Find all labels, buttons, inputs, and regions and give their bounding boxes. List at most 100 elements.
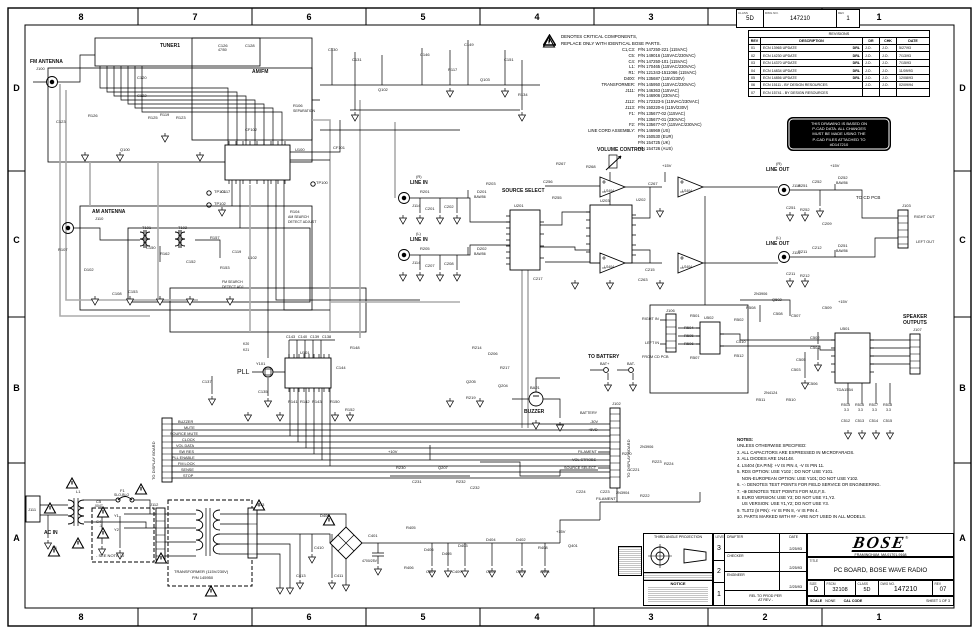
schematic-label: J102 xyxy=(612,401,621,406)
fuse-f1 xyxy=(115,496,135,503)
ic-boxes xyxy=(224,141,874,392)
schematic-label: C138 xyxy=(322,335,332,339)
schematic-label: J114 xyxy=(412,260,421,265)
schematic-label: R152 xyxy=(345,407,355,412)
rev2-value: 07 xyxy=(939,587,947,593)
part-designator: J113: xyxy=(625,104,635,110)
warning-triangle-symbols xyxy=(43,35,556,597)
part-number: P/N 147250-101 (115VAC) xyxy=(638,58,688,64)
schematic-label: R143 xyxy=(312,399,322,404)
release-line2: AT REV - xyxy=(758,598,773,602)
ic-u501 xyxy=(834,332,871,384)
schematic-label: D402 xyxy=(516,537,526,542)
schematic-label: R153 xyxy=(220,265,230,270)
schematic-label: (R) xyxy=(776,161,782,166)
schematic-label: R126 xyxy=(88,113,98,118)
schematic-label: C507 xyxy=(791,313,801,318)
revision-cell: J.O. xyxy=(863,67,880,74)
dwgno-caption: DWG NO. xyxy=(880,582,895,586)
schematic-label: R217 xyxy=(500,365,510,370)
calcode-caption: CAL CODE xyxy=(843,599,863,603)
part-number: P/N 154725 (UK) xyxy=(638,139,670,145)
ic-u502 xyxy=(699,321,721,355)
schematic-label: C5 xyxy=(96,499,102,504)
schematic-label: C207 xyxy=(425,263,435,268)
schematic-label: LINE OUT xyxy=(766,167,790,173)
revision-cell: J.O. xyxy=(880,74,897,81)
projection-symbol-icon xyxy=(648,544,707,568)
schematic-label: C4 xyxy=(96,519,102,524)
cadd-stamp xyxy=(618,546,642,576)
schematic-label: C505 xyxy=(796,357,806,362)
note-item: 6. -○ DENOTES TEST POINTS FOR FIELD SERV… xyxy=(737,482,881,488)
class2-caption: CLASS xyxy=(857,582,868,586)
bose-logo: BOSE xyxy=(851,533,908,553)
class-cell: CLASS 5D xyxy=(737,10,764,27)
part-number: P/N 170465 (115VAC/230VAC) xyxy=(638,64,696,70)
zone-col-label: 3 xyxy=(648,11,654,22)
schematic-label: SLO-BLO xyxy=(114,493,130,497)
schematic-label: 3.3 xyxy=(858,408,863,412)
zone-col-label: 3 xyxy=(648,612,654,622)
note-item: 8. EURO VERSION: USE Y3; DO NOT USE Y1,Y… xyxy=(737,494,836,500)
fscm-value: 32108 xyxy=(832,587,848,593)
schematic-label: LEFT IN xyxy=(645,341,660,345)
note-item: US VERSION: USE Y1,Y2; DO NOT USE Y3. xyxy=(737,501,829,507)
schematic-label: C211 xyxy=(786,271,796,276)
schematic-label: +10V xyxy=(388,449,398,454)
schematic-label: R512 xyxy=(734,353,744,358)
schematic-label: LS404 xyxy=(604,189,615,193)
zone-col-label: 8 xyxy=(78,11,84,22)
part-number: P/N 146363 (115VAC) xyxy=(638,87,680,93)
schematic-label: Q102 xyxy=(378,87,388,92)
zone-col-label: 6 xyxy=(306,11,312,22)
part-designator: C4: xyxy=(628,58,635,64)
revision-cell: ECN 15741 - BY DESIGN RESOURCES xyxy=(761,89,863,96)
schematic-label: C232 xyxy=(470,485,480,490)
schematic-label: C514 xyxy=(869,419,879,423)
revision-drafter-tag: DRL xyxy=(852,61,860,66)
schematic-label: DETECT ADJUST xyxy=(288,220,317,224)
opamp-2 xyxy=(677,176,705,198)
schematic-label: R405 xyxy=(406,525,416,530)
schematic-label: J106 xyxy=(666,308,675,313)
schematic-label: C502 xyxy=(810,335,820,340)
jacks-and-misc xyxy=(46,76,790,407)
opamp-3 xyxy=(599,252,627,274)
schematic-label: R148 xyxy=(350,345,360,350)
critical-part-row: P/N 135677-01 (230VAC) xyxy=(543,117,748,123)
logo-cell: BOSE® FRAMINGHAM, MA 01701-9168 xyxy=(807,533,954,557)
schematic-label: C120 xyxy=(137,75,147,80)
schematic-label: R224 xyxy=(664,461,674,466)
generated-symbols xyxy=(43,35,895,597)
schematic-label: BAW56 xyxy=(836,249,848,253)
schematic-label: BAW56 xyxy=(474,252,486,256)
schematic-label: R220 xyxy=(622,451,632,456)
critical-part-row: C1,C3:P/N 147250-221 (115VAC) xyxy=(543,47,748,53)
schematic-label: .0047 xyxy=(94,504,103,508)
dwg-caption: DWG NO. xyxy=(765,11,779,15)
schematic-label: T101 xyxy=(142,225,152,230)
zone-row-label: D xyxy=(959,83,966,93)
revisions-header-cell: DESCRIPTION xyxy=(761,38,863,44)
schematic-label: CLOCK xyxy=(182,438,196,442)
schematic-label: 2N3904 xyxy=(616,491,630,495)
schematic-label: C515 xyxy=(883,419,893,423)
registered-mark: ® xyxy=(905,535,909,540)
connector-j112 xyxy=(155,507,166,561)
pcad-note-line: P-CAD FILES ATTACHED TO xyxy=(812,136,866,142)
schematic-label: C221 xyxy=(630,467,640,472)
schematic-label: J114 xyxy=(792,183,801,188)
schematic-label: +15V xyxy=(838,299,848,304)
part-designator: D400: xyxy=(623,75,635,81)
schematic-label: CF101 xyxy=(333,145,346,150)
schematic-label: 3.3 xyxy=(872,408,877,412)
part-designator: L1: xyxy=(629,64,635,70)
schematic-label: D102 xyxy=(84,267,94,272)
signoff-date: 2/25/93 xyxy=(789,585,802,589)
pcad-note-line: MUST BE MADE USING THE xyxy=(812,131,866,137)
